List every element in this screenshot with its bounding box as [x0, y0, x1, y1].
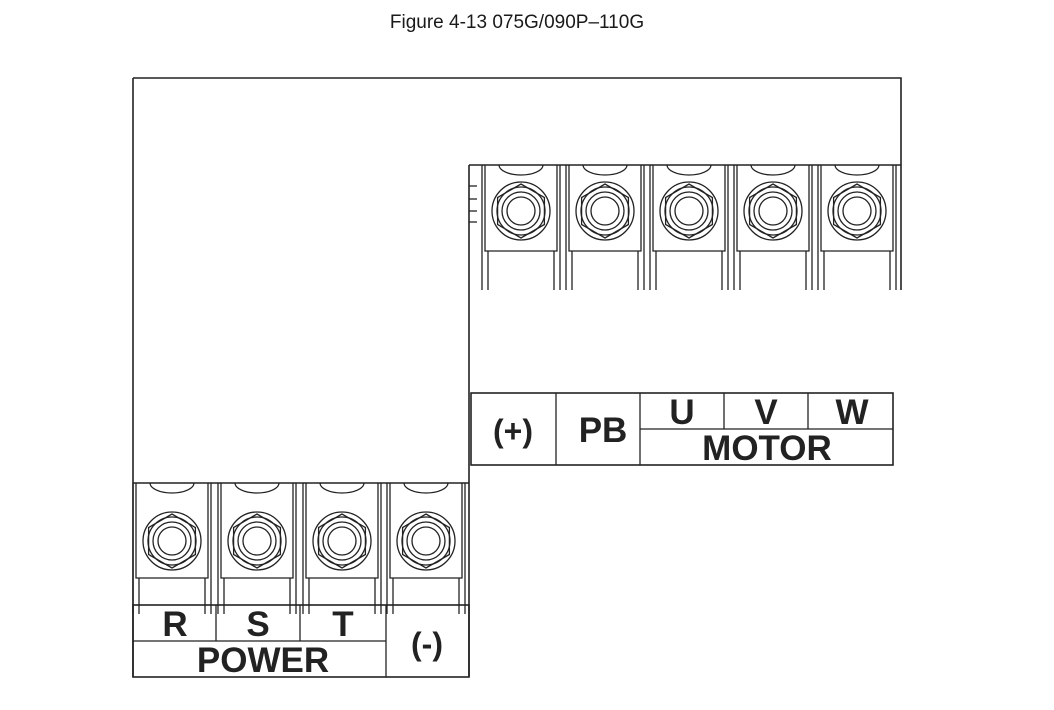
upper-terminal-2 — [565, 164, 645, 290]
motor-terminal-w-label: W — [835, 393, 868, 432]
upper-terminal-strip — [469, 164, 897, 290]
power-group-label: POWER — [197, 641, 329, 680]
plus-terminal-label: (+) — [493, 413, 533, 449]
power-label-table: R S T POWER (-) — [132, 604, 470, 680]
lower-terminal-4 — [386, 482, 466, 614]
upper-terminal-5 — [817, 164, 897, 290]
lower-terminal-3 — [302, 482, 382, 614]
lower-terminal-1 — [132, 482, 212, 614]
motor-terminal-v-label: V — [754, 393, 778, 432]
upper-terminal-3 — [649, 164, 729, 290]
upper-terminal-4 — [733, 164, 813, 290]
housing-outline — [132, 77, 902, 677]
power-terminal-t-label: T — [332, 605, 353, 644]
lower-terminal-2 — [217, 482, 297, 614]
power-terminal-r-label: R — [162, 605, 187, 644]
minus-terminal-label: (-) — [411, 626, 443, 662]
upper-terminal-1 — [481, 164, 561, 290]
motor-group-label: MOTOR — [702, 429, 832, 468]
figure-title: Figure 4-13 075G/090P–110G — [389, 12, 645, 33]
power-terminal-s-label: S — [246, 605, 269, 644]
lower-terminal-strip — [132, 482, 469, 614]
pb-terminal-label: PB — [579, 411, 628, 450]
motor-label-table: (+) PB U V W MOTOR — [470, 392, 894, 468]
motor-terminal-u-label: U — [669, 393, 694, 432]
